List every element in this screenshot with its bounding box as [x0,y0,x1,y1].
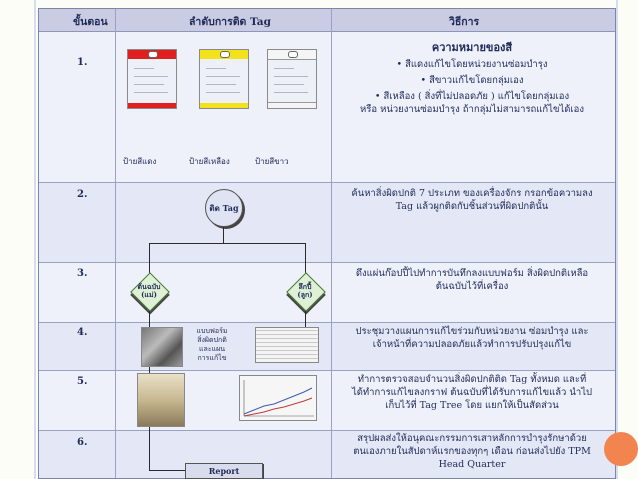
tag-line [274,92,308,93]
step-number: 1. [77,57,88,68]
description-line: ประชุมวางแผนการแก้ไขร่วมกับหน่วยงาน ซ่อม… [355,326,589,337]
yellow-tag-bottom [200,103,248,108]
tag-line [134,68,154,69]
red-tag [127,49,177,109]
description-line: สรุปผลส่งให้อนุคณะกรรมการเสาหลักการบำรุง… [357,433,587,444]
tag-line [134,92,168,93]
connector-line [149,243,305,244]
description-line: • สีขาวแก้ไขโดยกลุ่มเอง [420,75,524,86]
description-line: ต้นฉบับไว้ที่เครื่อง [435,281,509,292]
description-line: ค้นหาสิ่งผิดปกติ 7 ประเภท ของเครื่องจักร… [351,188,593,199]
description-line: • สีเหลือง ( สิ่งที่ไม่ปลอดภัย ) แก้ไขโด… [374,91,570,102]
connector-line [223,227,224,243]
description-line: ดึงแผ่นก๊อปปี้ไปทำการบันทึกลงแบบฟอร์ม สิ… [355,268,589,279]
connector-line [305,243,306,273]
col-divider-1 [115,9,116,478]
step-number: 5. [77,376,88,387]
tag-line [274,68,294,69]
tag-line [134,84,164,85]
connector-line [149,470,185,471]
tag-tree-photo [137,373,185,427]
form-note: แบบฟอร์ม สิ่งผิดปกติ และแผน การแก้ไข [196,327,228,362]
table-header: ขั้นตอน ลำดับการติด Tag วิธีการ [39,9,615,32]
white-tag [267,49,317,109]
row-5-bg [39,370,615,430]
step-number: 4. [77,327,88,338]
attach-tag-label: ติด Tag [209,202,239,213]
tag-line [274,84,304,85]
description-line: • สีแดงแก้ไขโดยหน่วยงานซ่อมบำรุง [396,59,548,70]
tag-line [206,92,240,93]
tag-line [206,76,240,77]
row-4-bg [39,322,615,370]
yellow-tag-label: ป้ายสีเหลือง [189,157,230,166]
step-2-description: ค้นหาสิ่งผิดปกติ 7 ประเภท ของเครื่องจักร… [337,187,607,213]
progress-graph-image [239,375,317,421]
step-number: 6. [77,437,88,448]
header-method: วิธีการ [449,16,480,28]
graph-icon [243,380,314,417]
description-line: Head Quarter [438,459,506,470]
description-line: หรือ หน่วยงานซ่อมบำรุง ถ้ากลุ่มไม่สามารถ… [360,104,584,115]
carbon-copy-label: ลึกปี้ (ลูก) [297,282,313,299]
yellow-tag [199,49,249,109]
row-divider [39,262,615,263]
tag-line [134,76,168,77]
step-6-description: สรุปผลส่งให้อนุคณะกรรมการเสาหลักการบำรุง… [337,432,607,471]
tag-line [206,68,226,69]
original-copy-label: ต้นฉบับ (แม่) [137,282,161,299]
carbon-copy-node: ลึกปี้ (ลูก) [286,272,326,312]
red-tag-label: ป้ายสีแดง [123,157,157,166]
row-divider [39,322,615,323]
description-line: Tag แล้วผูกติดกับชิ้นส่วนที่ผิดปกตินั้น [395,201,549,212]
description-line: เก็บไว้ที่ Tag Tree โดย แยกให้เป็นสัดส่ว… [385,400,559,411]
original-copy-node: ต้นฉบับ (แม่) [130,272,170,312]
row-2-bg [39,182,615,262]
description-line: ได้ทำการแก้ไขลงกราฟ ต้นฉบับที่ได้รับการแ… [351,387,593,398]
red-tag-bottom [128,103,176,108]
step-number: 2. [77,189,88,200]
step-5-description: ทำการตรวจสอบจำนวนสิ่งผิดปกติติด Tag ทั้ง… [337,373,607,412]
description-line: ทำการตรวจสอบจำนวนสิ่งผิดปกติติด Tag ทั้ง… [357,374,587,385]
row-divider [39,430,615,431]
description-line: เจ้าหน้าที่ความปลอดภัยแล้วทำการปรับปรุงแ… [372,339,572,350]
decor-dot [604,432,638,466]
tag-hole-icon [220,51,230,58]
step-number: 3. [77,268,88,279]
report-node: Report [185,463,263,479]
color-meaning-title: ความหมายของสี [431,41,513,54]
white-tag-label: ป้ายสีขาว [255,157,289,166]
attach-tag-node: ติด Tag [205,189,243,227]
header-step: ขั้นตอน [73,16,108,28]
tag-hole-icon [148,51,158,58]
tag-line [206,84,236,85]
meeting-photo [141,327,183,367]
procedure-table: ขั้นตอน ลำดับการติด Tag วิธีการ 1. 2. 3.… [38,8,616,479]
row-divider [39,370,615,371]
description-line: ตนเองภายในสัปดาห์แรกของทุกๆ เดือน ก่อนส่… [353,446,591,457]
col-divider-2 [331,9,332,478]
header-flow: ลำดับการติด Tag [189,16,271,28]
row-divider [39,182,615,183]
row-6-bg [39,430,615,478]
step-3-description: ดึงแผ่นก๊อปปี้ไปทำการบันทึกลงแบบฟอร์ม สิ… [337,267,607,293]
right-decor-bar [616,0,618,479]
connector-line [149,243,150,273]
step-4-description: ประชุมวางแผนการแก้ไขร่วมกับหน่วยงาน ซ่อม… [337,325,607,351]
connector-line [305,311,306,327]
step-1-description: ความหมายของสี • สีแดงแก้ไขโดยหน่วยงานซ่อ… [337,41,607,116]
left-decor-bar [34,0,36,479]
form-image [255,327,319,363]
tag-hole-icon [288,51,298,58]
tag-line [274,76,308,77]
white-tag-bottom [268,102,316,108]
